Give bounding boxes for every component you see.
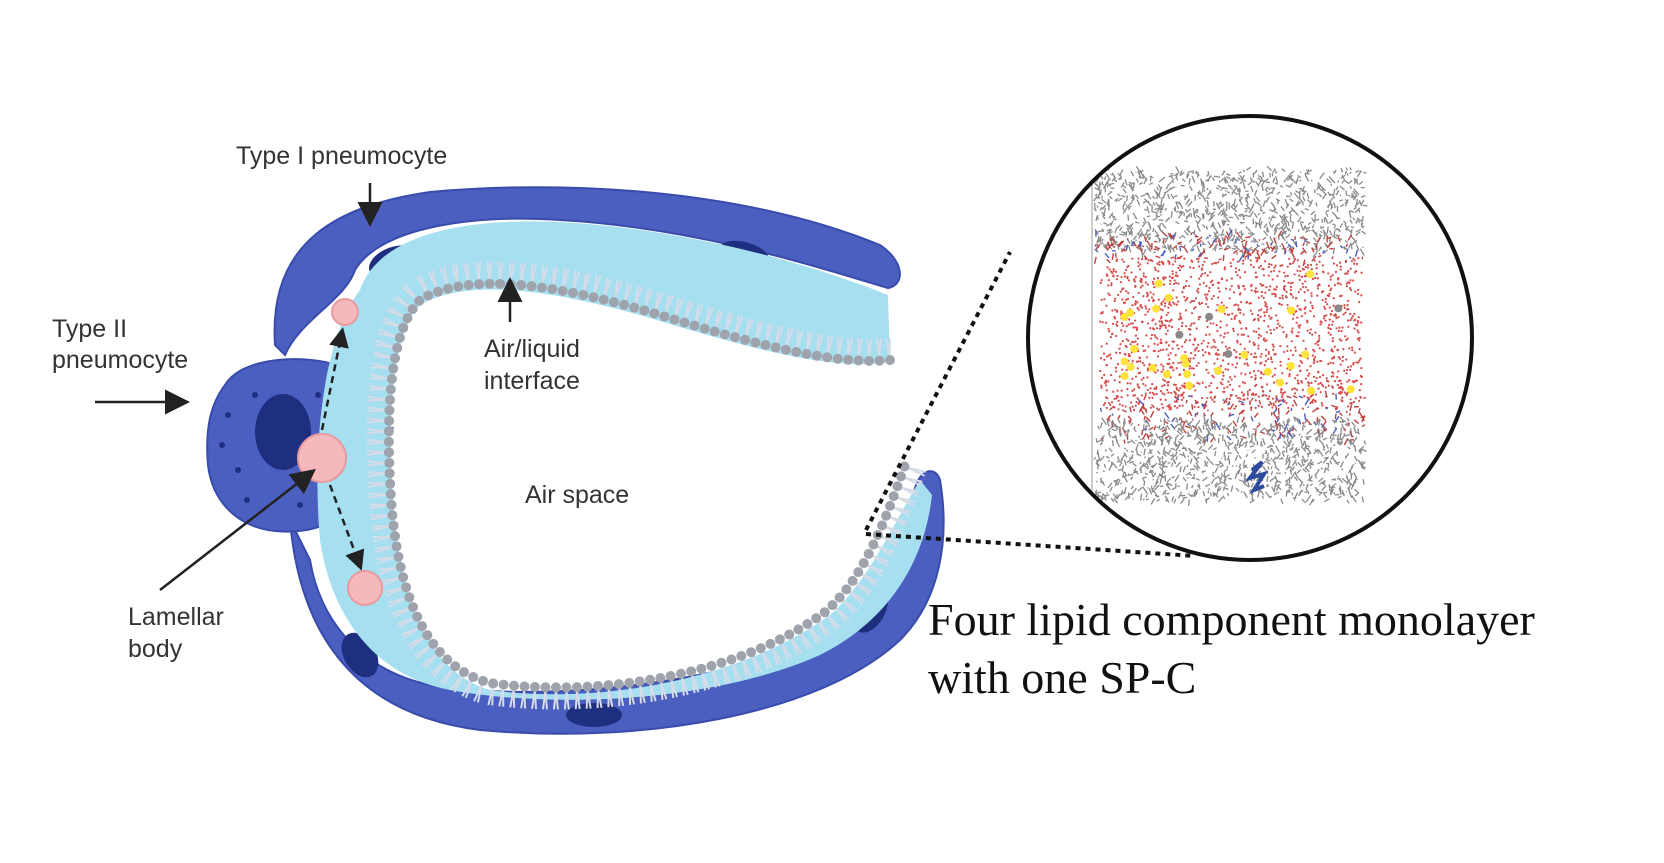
- label-air-space: Air space: [525, 481, 629, 509]
- secretion-arrow-down: [328, 484, 365, 571]
- zoom-line-top: [864, 251, 1012, 531]
- nucleus: [566, 703, 622, 727]
- type-i-pneumocyte-upper: [273, 186, 901, 357]
- label-interface-line2: interface: [484, 367, 580, 395]
- simulation-inset: [1026, 114, 1474, 562]
- label-type-ii-line1: Type II: [52, 315, 127, 343]
- secretion-arrow-up: [320, 327, 349, 431]
- caption-line2: with one SP-C: [928, 652, 1196, 703]
- lamellar-body: [347, 570, 383, 606]
- label-type-ii-line2: pneumocyte: [52, 346, 188, 374]
- molecular-simulation-snapshot: [1091, 164, 1368, 507]
- surfactant-monolayer: [366, 261, 927, 710]
- type-ii-nucleus: [255, 394, 311, 470]
- caption-line1: Four lipid component monolayer: [928, 594, 1535, 645]
- label-lamellar-line1: Lamellar: [128, 603, 224, 631]
- lamellar-arrow-icon: [159, 468, 316, 591]
- lamellar-body: [331, 298, 359, 326]
- label-lamellar-line2: body: [128, 635, 183, 663]
- lamellar-body: [297, 433, 347, 483]
- label-interface-line1: Air/liquid: [484, 335, 580, 363]
- label-type-i: Type I pneumocyte: [236, 142, 447, 170]
- sp-c-peptide-icon: [1244, 460, 1269, 495]
- zoom-line-bottom: [865, 532, 1196, 558]
